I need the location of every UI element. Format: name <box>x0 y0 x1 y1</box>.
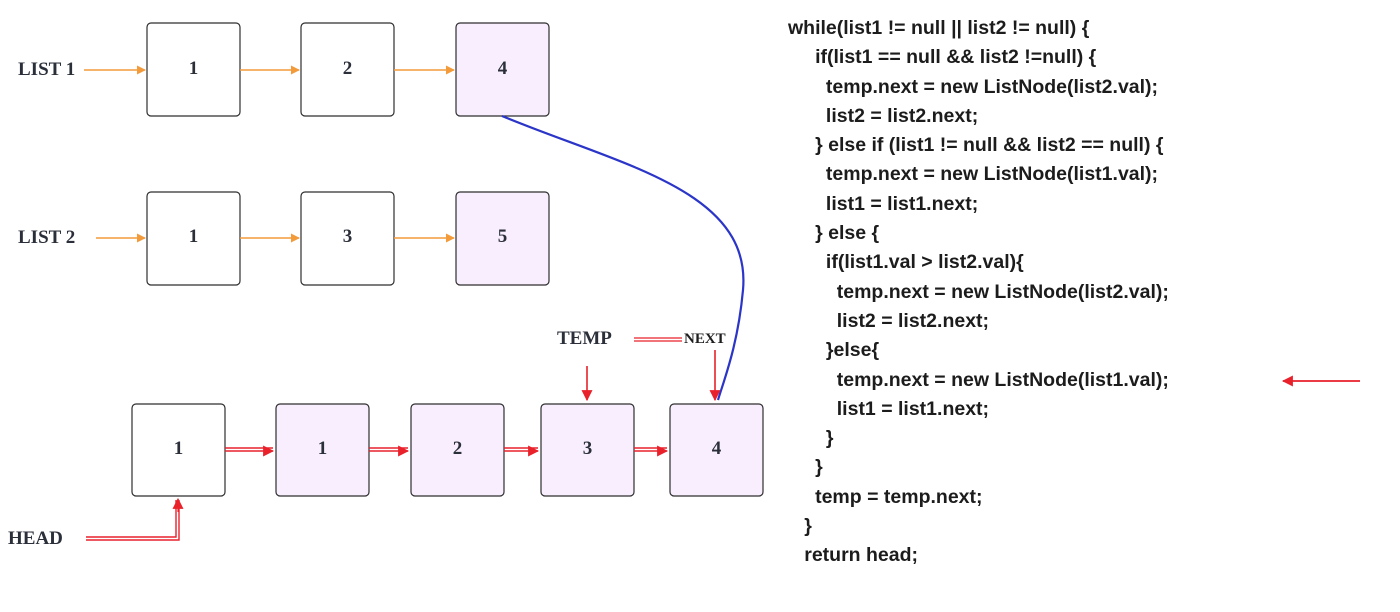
code-line: if(list1 == null && list2 !=null) { <box>788 46 1097 69</box>
code-line: } else if (list1 != null && list2 == nul… <box>788 134 1164 157</box>
code-line: temp.next = new ListNode(list2.val); <box>788 280 1169 303</box>
result-node-4: 3 <box>540 403 635 497</box>
code-line: list2 = list2.next; <box>788 104 979 127</box>
list2-node-1: 1 <box>146 191 241 286</box>
code-line: list1 = list1.next; <box>788 397 990 420</box>
list2-node-3: 5 <box>455 191 550 286</box>
list1-node-1-value: 1 <box>189 58 199 79</box>
code-line: temp = temp.next; <box>788 485 983 508</box>
code-line: temp.next = new ListNode(list1.val); <box>788 163 1159 186</box>
next-label: NEXT <box>684 331 726 347</box>
result-link <box>634 445 669 457</box>
result-node-2-value: 1 <box>318 438 328 459</box>
code-line: return head; <box>788 544 919 567</box>
code-listing: while(list1 != null || list2 != null) { … <box>788 14 1169 571</box>
result-node-1: 1 <box>131 403 226 497</box>
code-line: } <box>788 456 823 479</box>
list1-row: 1 2 4 <box>84 22 550 117</box>
head-pointer-arrow <box>86 497 184 541</box>
code-line: list1 = list1.next; <box>788 192 979 215</box>
list1-node-2: 2 <box>300 22 395 117</box>
code-line: }else{ <box>788 339 880 362</box>
list1-node-3-value: 4 <box>498 58 508 79</box>
list2-node-2: 3 <box>300 191 395 286</box>
result-link <box>369 445 410 457</box>
code-line: if(list1.val > list2.val){ <box>788 251 1024 274</box>
code-line: list2 = list2.next; <box>788 309 990 332</box>
list2-node-1-value: 1 <box>189 226 199 247</box>
list1-node-2-value: 2 <box>343 58 353 79</box>
code-line: while(list1 != null || list2 != null) { <box>788 17 1090 39</box>
result-node-4-value: 3 <box>583 438 593 459</box>
temp-next-pointers <box>581 337 721 402</box>
result-row: 1 1 2 3 <box>131 403 764 497</box>
list2-row: 1 3 5 <box>96 191 550 286</box>
list2-node-2-value: 3 <box>343 226 353 247</box>
code-line: } <box>788 515 812 538</box>
code-line: temp.next = new ListNode(list1.val); <box>788 368 1169 391</box>
temp-label: TEMP <box>557 328 612 349</box>
result-node-1-value: 1 <box>174 438 184 459</box>
code-line: } else { <box>788 222 880 245</box>
blue-pointer-curve <box>501 114 745 401</box>
result-node-2: 1 <box>275 403 370 497</box>
result-node-3-value: 2 <box>453 438 463 459</box>
result-node-3: 2 <box>410 403 505 497</box>
list1-node-1: 1 <box>146 22 241 117</box>
list2-node-3-value: 5 <box>498 226 508 247</box>
list1-node-3: 4 <box>455 22 550 117</box>
result-node-5: 4 <box>669 403 764 497</box>
code-line: temp.next = new ListNode(list2.val); <box>788 75 1159 98</box>
head-label: HEAD <box>8 528 63 549</box>
code-line: } <box>788 427 834 450</box>
list2-label: LIST 2 <box>18 227 75 248</box>
result-link <box>225 445 275 457</box>
list1-label: LIST 1 <box>18 59 75 80</box>
result-link <box>504 445 540 457</box>
result-node-5-value: 4 <box>712 438 722 459</box>
